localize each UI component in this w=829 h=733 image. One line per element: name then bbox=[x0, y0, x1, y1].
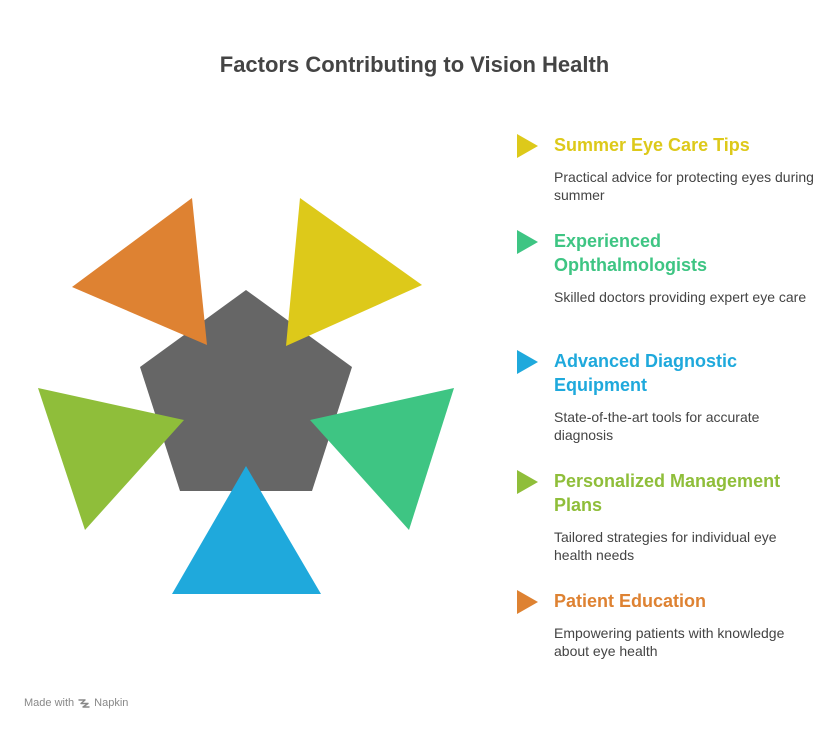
triangle-diagnostic-equipment bbox=[172, 466, 321, 594]
item-heading: Experienced Ophthalmologists bbox=[554, 231, 707, 275]
triangle-management-plans bbox=[38, 388, 184, 530]
play-marker-icon bbox=[517, 350, 538, 374]
brand-label: Napkin bbox=[94, 697, 129, 709]
item-description: Empowering patients with knowledge about… bbox=[554, 625, 785, 659]
page-title: Factors Contributing to Vision Health bbox=[219, 52, 610, 77]
item-heading: Patient Education bbox=[554, 591, 707, 611]
triangle-summer-eye-care bbox=[286, 198, 422, 346]
play-marker-icon bbox=[517, 590, 538, 614]
item-description: Skilled doctors providing expert eye car… bbox=[554, 289, 807, 305]
triangle-patient-education bbox=[72, 198, 207, 345]
item-description: Tailored strategies for individual eye h… bbox=[554, 529, 777, 563]
play-marker-icon bbox=[517, 230, 538, 254]
triangle-ophthalmologists bbox=[310, 388, 454, 530]
play-marker-icon bbox=[517, 470, 538, 494]
made-with-label: Made with bbox=[24, 697, 75, 709]
item-description: Practical advice for protecting eyes dur… bbox=[554, 169, 814, 203]
item-heading: Personalized Management Plans bbox=[554, 471, 781, 515]
item-heading: Summer Eye Care Tips bbox=[554, 135, 750, 155]
item-description: State-of-the-art tools for accurate diag… bbox=[554, 409, 760, 443]
item-heading: Advanced Diagnostic Equipment bbox=[554, 351, 738, 395]
napkin-logo-icon bbox=[78, 698, 90, 708]
footer: Made with Napkin bbox=[24, 697, 128, 709]
play-marker-icon bbox=[517, 134, 538, 158]
center-pentagon bbox=[140, 290, 352, 491]
